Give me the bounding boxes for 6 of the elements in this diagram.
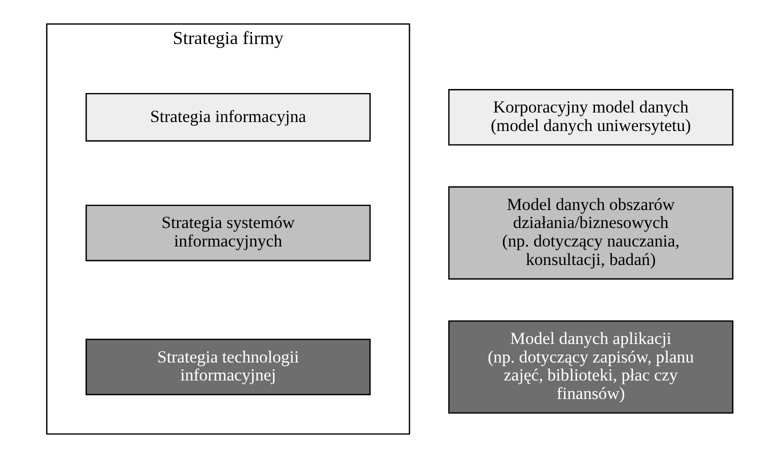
node-box: Strategia systemów informacyjnych: [86, 204, 371, 262]
node-box: Strategia technologii informacyjnej: [86, 338, 371, 396]
node-box: Model danych aplikacji (np. dotyczący zapisów, planu zajęć, biblioteki, płac czy finansów): [448, 320, 734, 414]
node-box: Korporacyjny model danych (model danych uniwersytetu): [448, 89, 734, 146]
node-box: Model danych obszarów działania/biznesowych (np. dotyczący nauczania, konsultacji, badań): [448, 186, 734, 280]
node-box: Strategia informacyjna: [86, 92, 371, 142]
